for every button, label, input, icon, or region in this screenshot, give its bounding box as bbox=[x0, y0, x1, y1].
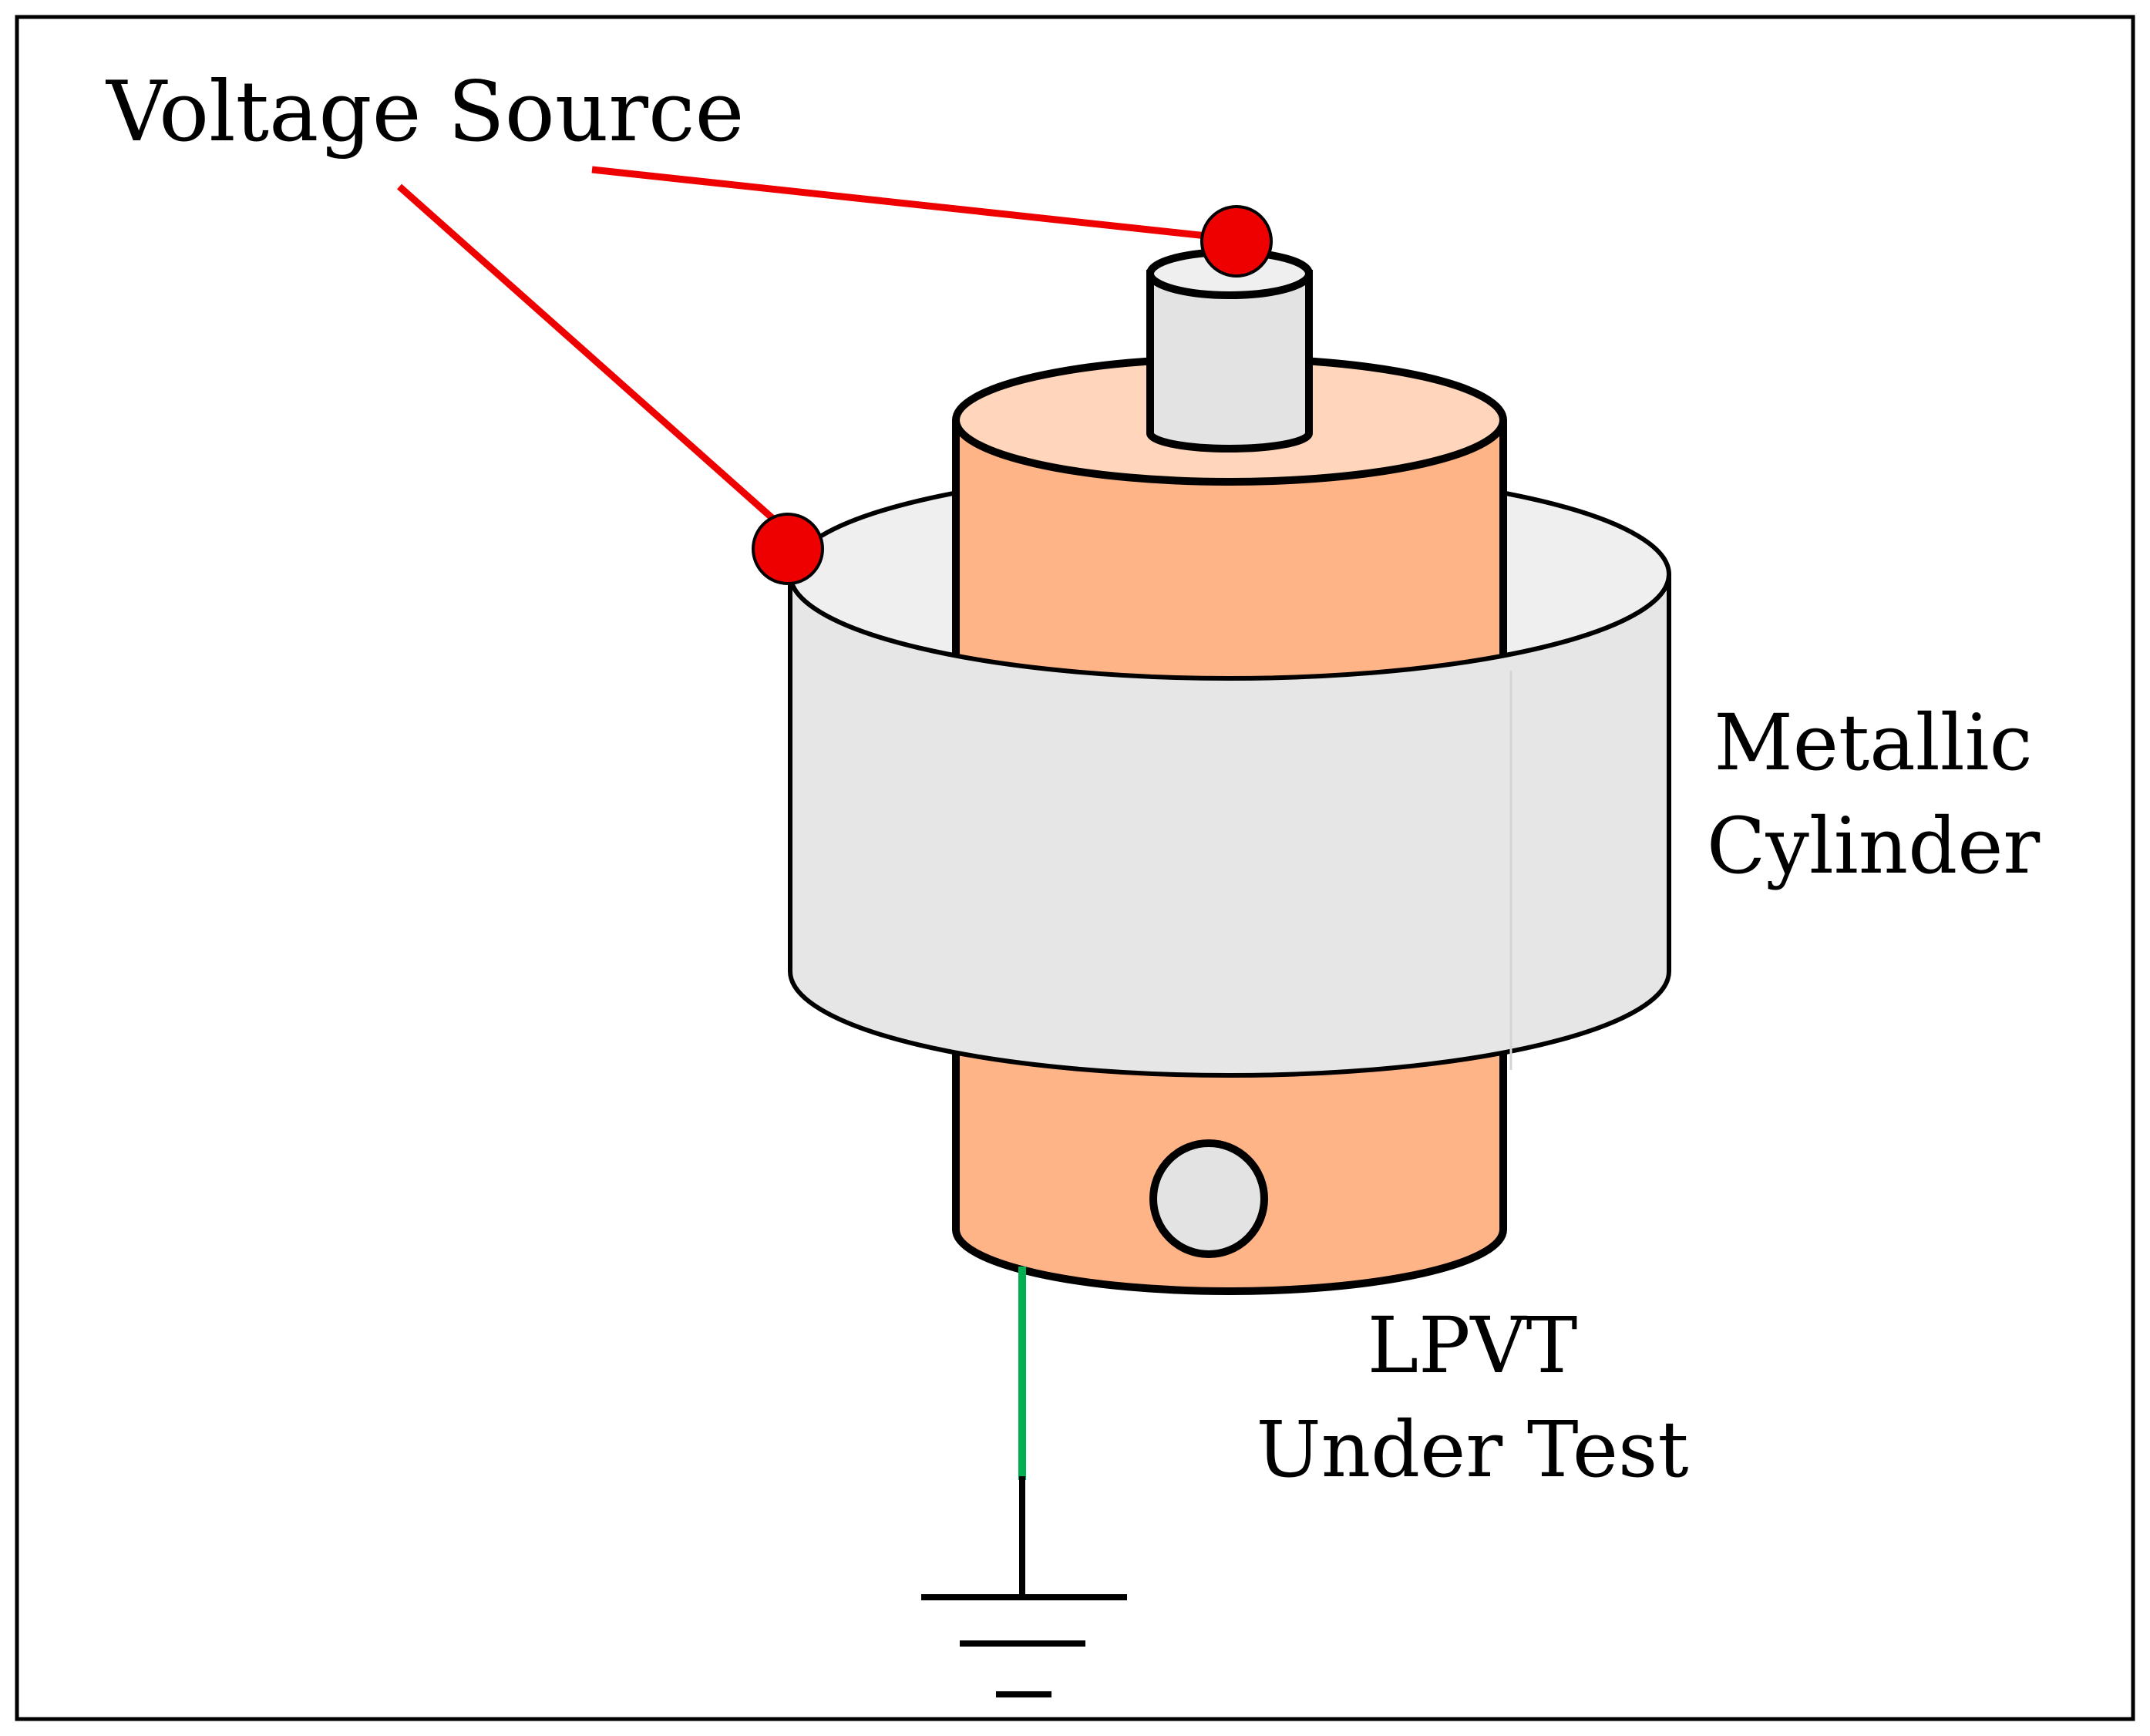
voltage-source-label: Voltage Source bbox=[105, 64, 744, 160]
metallic-cylinder-label-line2: Cylinder bbox=[1707, 801, 2041, 891]
voltage-source-wiring bbox=[397, 166, 1273, 585]
cylinder-contact-node bbox=[752, 513, 824, 585]
terminal-side bbox=[1146, 270, 1313, 453]
metallic-cylinder-label-line1: Metallic bbox=[1714, 698, 2032, 788]
lpvt-connector-port bbox=[1149, 1139, 1268, 1258]
lpvt-top-terminal bbox=[1146, 248, 1313, 453]
terminal-contact-node bbox=[1200, 205, 1273, 278]
lpvt-label-line2: Under Test bbox=[1256, 1405, 1688, 1495]
source-wire-to-terminal bbox=[591, 166, 1236, 243]
figure-frame bbox=[15, 15, 2135, 1721]
lpvt-body-lower bbox=[952, 998, 1507, 1295]
lpvt-label-line1: LPVT bbox=[1368, 1300, 1578, 1391]
source-wire-to-cylinder bbox=[397, 183, 790, 535]
ground-connection bbox=[921, 1267, 1127, 1697]
metallic-cylinder-side bbox=[788, 574, 1671, 1078]
metallic-cylinder bbox=[788, 574, 1671, 1078]
